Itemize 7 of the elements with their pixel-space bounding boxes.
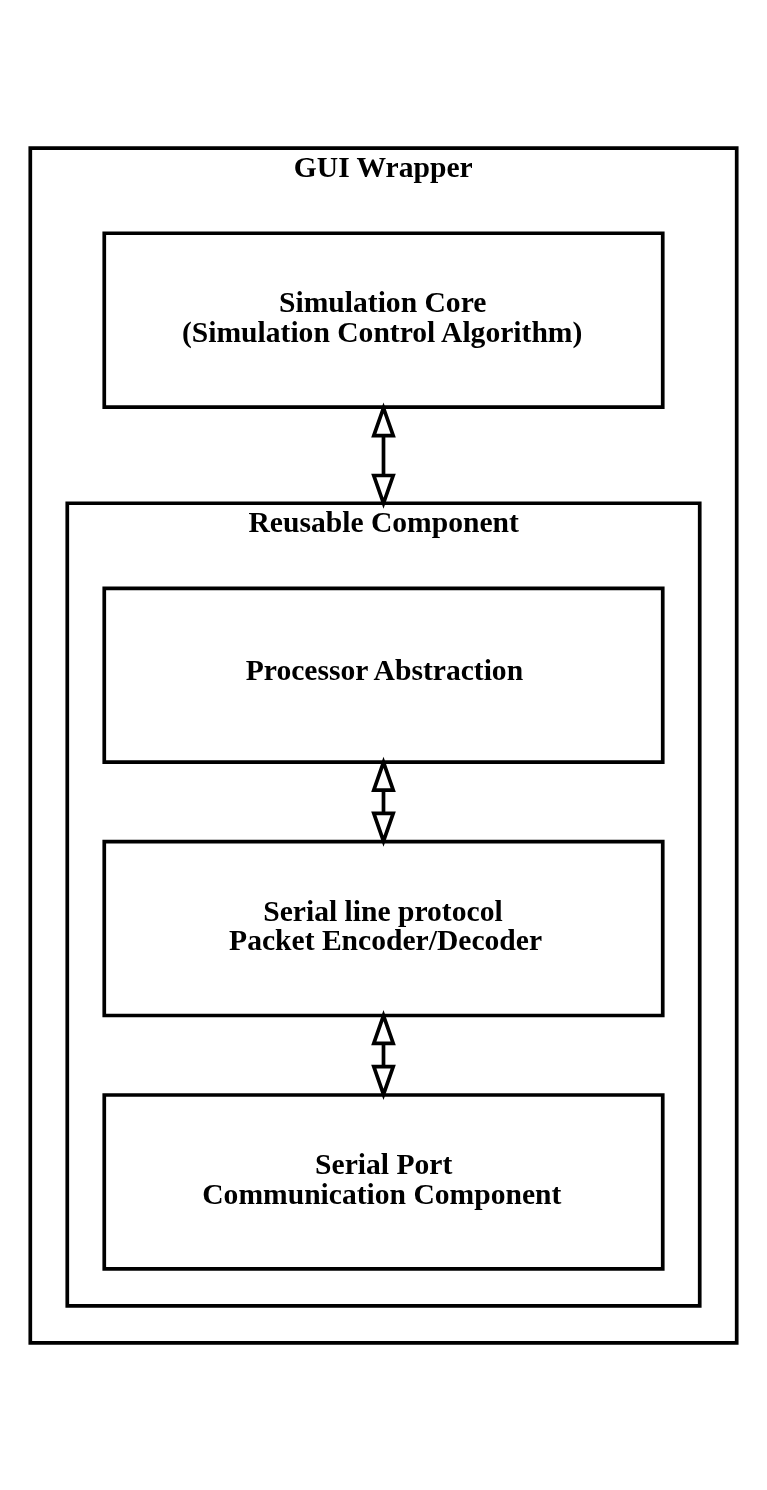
node-box: Simulation Core (Simulation Control Algorithm) xyxy=(102,230,665,409)
arrow xyxy=(371,401,396,509)
node-box: Processor Abstraction xyxy=(102,585,665,764)
node-box: Serial Port Communication Component xyxy=(102,1092,665,1271)
arrow xyxy=(371,1009,396,1100)
node-box: Serial line protocol Packet Encoder/Decoder xyxy=(102,839,665,1017)
arrow xyxy=(371,756,396,847)
